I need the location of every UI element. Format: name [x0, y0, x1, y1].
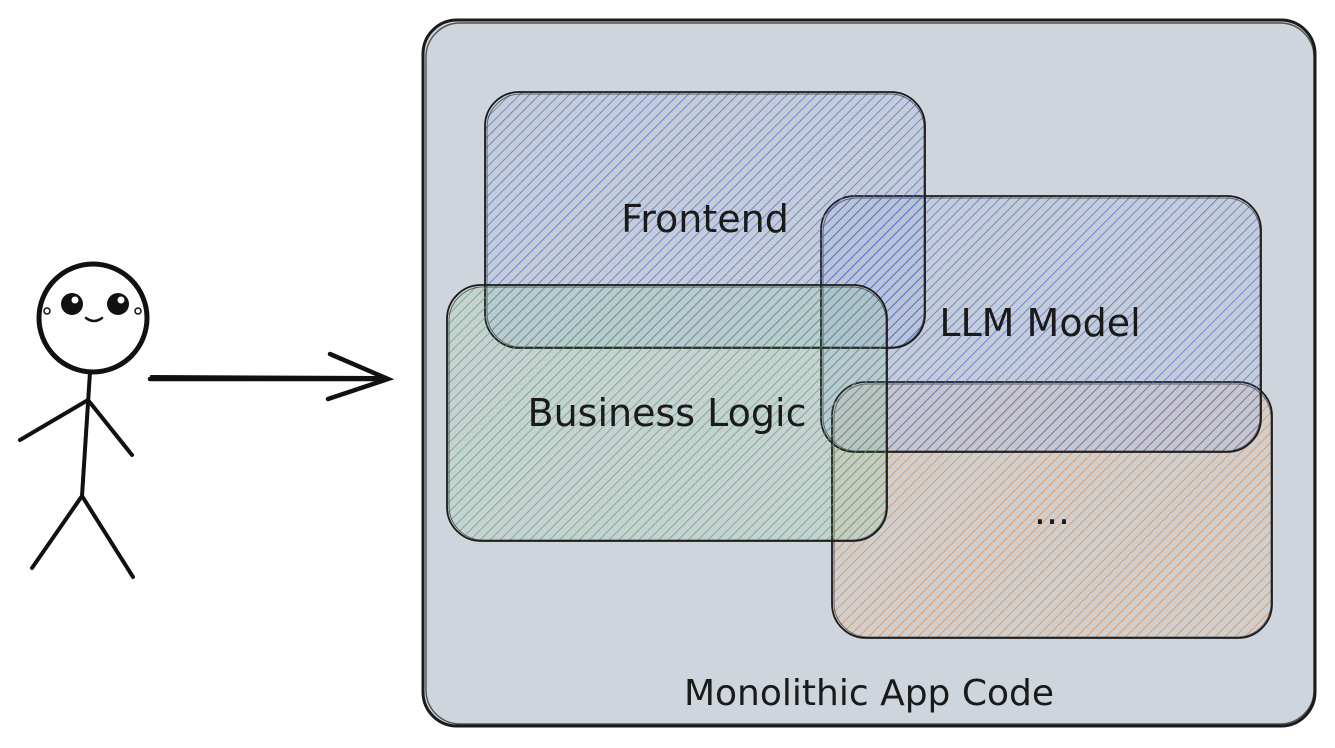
- stick-figure-user-icon: [18, 261, 150, 579]
- module-llm: [820, 195, 1262, 453]
- frontend-label: Frontend: [621, 197, 789, 241]
- business-logic-label: Business Logic: [528, 391, 807, 435]
- monolith-container-box-sketch: [425, 22, 1315, 725]
- arrow-right-icon: [147, 351, 395, 402]
- monolith-caption: Monolithic App Code: [684, 673, 1054, 714]
- module-business-logic: [446, 284, 888, 542]
- module-frontend: [484, 91, 926, 349]
- other-module-label: ...: [1034, 489, 1070, 533]
- llm-model-label: LLM Model: [939, 301, 1140, 345]
